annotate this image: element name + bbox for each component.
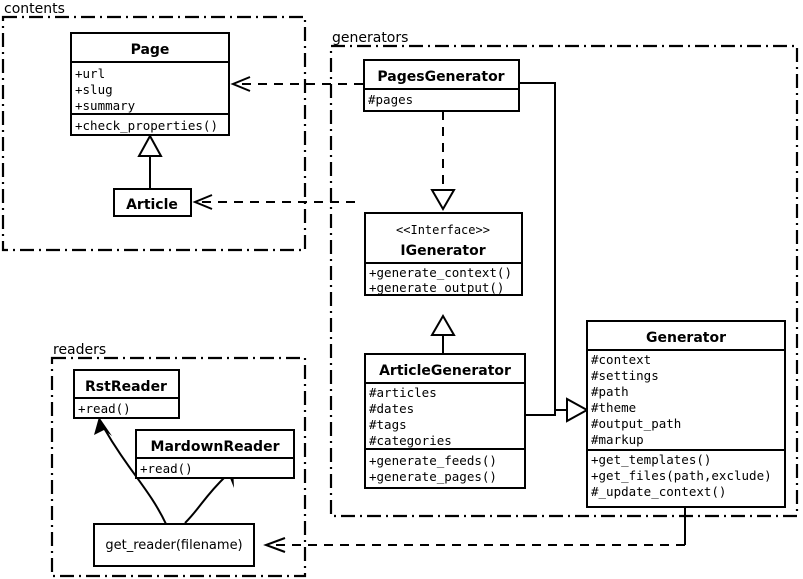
- class-generator-attr-3: #theme: [591, 400, 636, 415]
- function-box-getreader[interactable]: get_reader(filename): [93, 523, 255, 567]
- class-articlegenerator-title: ArticleGenerator: [379, 363, 511, 379]
- class-generator-attr-1: #settings: [591, 368, 659, 383]
- function-getreader-label: get_reader(filename): [105, 538, 242, 553]
- relation-pagesgenerator-to-generator: [519, 82, 556, 410]
- class-page-attr-2: +summary: [75, 98, 136, 113]
- relation-article-to-page: [137, 133, 163, 190]
- class-articlegenerator-method-0: +generate_feeds(): [369, 453, 497, 468]
- class-box-article[interactable]: Article: [113, 188, 192, 217]
- class-generator-method-0: +get_templates(): [591, 452, 711, 467]
- class-page-method-0: +check_properties(): [75, 118, 218, 133]
- class-articlegenerator-attr-3: #categories: [369, 433, 452, 448]
- class-generator-attr-2: #path: [591, 384, 629, 399]
- relation-articlegenerator-to-generator: [525, 397, 590, 423]
- open-arrowhead-page: [230, 76, 251, 92]
- create-curve-mardownreader: [184, 475, 227, 524]
- package-contents-label: contents: [4, 1, 65, 17]
- class-box-page[interactable]: Page +url +slug +summary +check_properti…: [70, 32, 230, 136]
- class-generator-title: Generator: [646, 330, 726, 346]
- class-generator-attr-0: #context: [591, 352, 651, 367]
- package-readers: readers: [50, 342, 307, 578]
- class-mardownreader-frame: [135, 429, 295, 479]
- relation-pagesgenerator-to-igenerator: [430, 111, 456, 211]
- class-box-mardownreader[interactable]: MardownReader +read(): [135, 429, 295, 479]
- package-readers-label: readers: [53, 342, 106, 358]
- hollow-triangle-generator: [566, 397, 590, 423]
- class-article-title: Article: [126, 197, 178, 213]
- relation-pagesgenerator-to-page: [230, 76, 363, 92]
- class-igenerator-stereotype: <<Interface>>: [396, 223, 490, 237]
- class-mardownreader-title: MardownReader: [151, 439, 280, 455]
- class-rstreader-frame: [73, 369, 180, 419]
- hollow-triangle-igenerator-realization: [430, 189, 456, 211]
- class-page-attr-0: +url: [75, 66, 105, 81]
- class-pagesgenerator-title: PagesGenerator: [377, 69, 504, 85]
- package-readers-border: [50, 356, 307, 578]
- class-generator-attr-5: #markup: [591, 432, 644, 447]
- class-pagesgenerator-frame: [363, 59, 520, 112]
- class-articlegenerator-attr-2: #tags: [369, 417, 407, 432]
- solid-arrowhead-rstreader: [94, 417, 112, 436]
- relation-generator-to-getreader: [263, 507, 686, 553]
- package-generators: generators: [329, 30, 799, 518]
- package-contents-border: [1, 15, 307, 252]
- hollow-triangle-page: [137, 133, 163, 157]
- class-box-igenerator[interactable]: <<Interface>> IGenerator +generate_conte…: [364, 212, 523, 296]
- class-box-rstreader[interactable]: RstReader +read(): [73, 369, 180, 419]
- relation-articlegenerator-to-article: [192, 194, 355, 210]
- generalization-line-articlegenerator-generator: [525, 409, 567, 416]
- class-article-frame: [113, 188, 192, 217]
- class-igenerator-method-0: +generate_context(): [369, 265, 512, 280]
- generalization-line-pagesgenerator-generator: [519, 82, 556, 410]
- class-generator-attr-4: #output_path: [591, 416, 681, 431]
- class-page-frame: [70, 32, 230, 136]
- package-contents: contents: [1, 1, 307, 252]
- class-generator-frame: [586, 320, 786, 508]
- open-arrowhead-getreader: [263, 537, 286, 553]
- class-igenerator-frame: [364, 212, 523, 296]
- class-rstreader-title: RstReader: [85, 379, 167, 395]
- class-box-articlegenerator[interactable]: ArticleGenerator #articles #dates #tags …: [364, 353, 526, 489]
- relation-articlegenerator-to-igenerator: [430, 314, 456, 355]
- class-igenerator-method-1: +generate_output(): [369, 280, 504, 295]
- class-articlegenerator-attr-0: #articles: [369, 385, 437, 400]
- class-mardownreader-method-0: +read(): [140, 461, 193, 476]
- class-box-pagesgenerator[interactable]: PagesGenerator #pages: [363, 59, 520, 112]
- open-arrowhead-article: [192, 194, 213, 210]
- class-articlegenerator-attr-1: #dates: [369, 401, 414, 416]
- class-page-title: Page: [131, 42, 170, 58]
- function-getreader-frame: [93, 523, 255, 567]
- hollow-triangle-igenerator-generalization: [430, 314, 456, 336]
- class-box-generator[interactable]: Generator #context #settings #path #them…: [586, 320, 786, 508]
- class-generator-method-1: +get_files(path,exclude): [591, 468, 772, 483]
- class-articlegenerator-method-1: +generate_pages(): [369, 469, 497, 484]
- class-page-attr-1: +slug: [75, 82, 113, 97]
- class-igenerator-title: IGenerator: [400, 243, 485, 259]
- class-rstreader-method-0: +read(): [78, 401, 131, 416]
- package-generators-label: generators: [332, 30, 408, 46]
- class-articlegenerator-frame: [364, 353, 526, 489]
- class-pagesgenerator-attr-0: #pages: [368, 92, 413, 107]
- class-generator-method-2: #_update_context(): [591, 484, 726, 499]
